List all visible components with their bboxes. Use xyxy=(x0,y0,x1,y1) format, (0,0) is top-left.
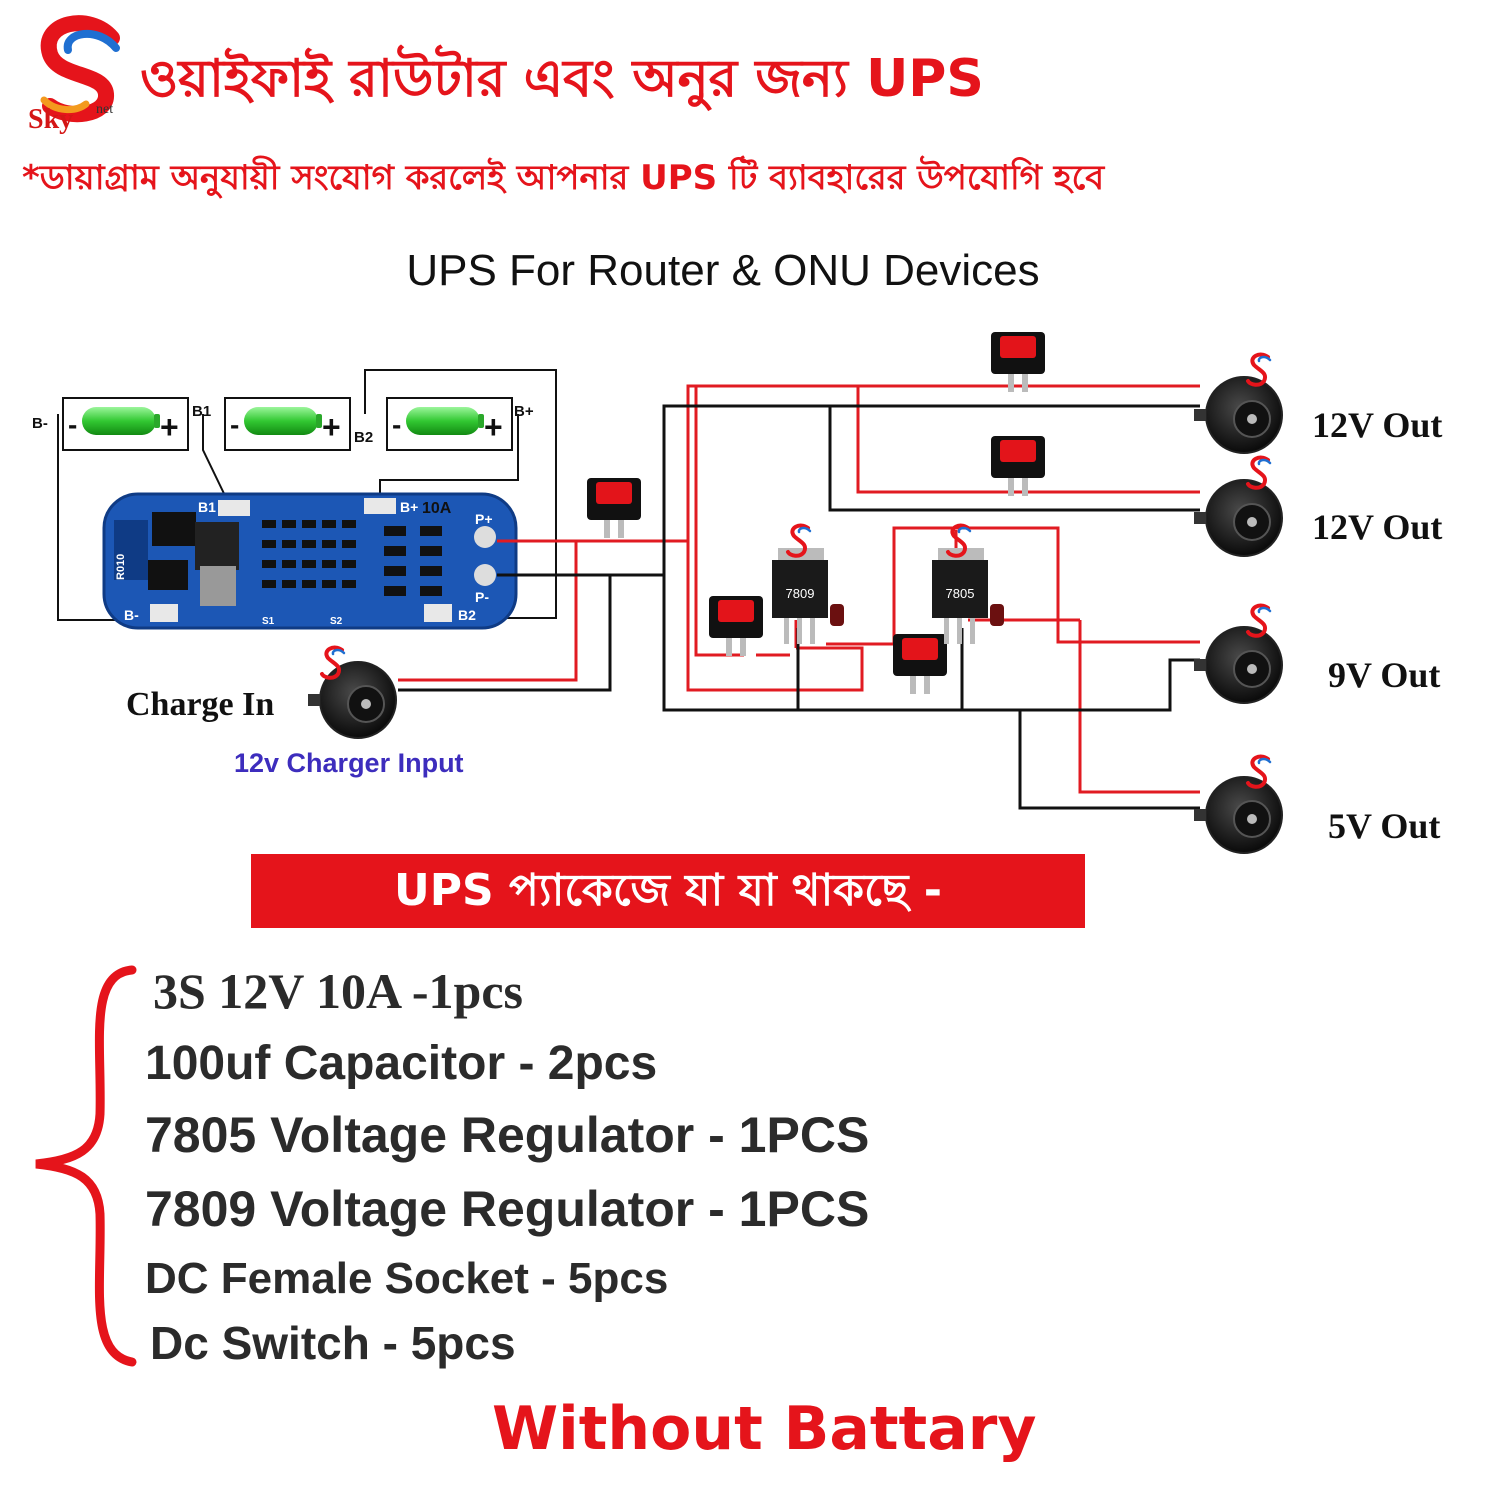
without-battery-note: Without Battary xyxy=(492,1394,1037,1464)
cell3-plus: + xyxy=(484,409,503,445)
bms-label-r010: R010 xyxy=(115,554,127,580)
bms-label-s2: S2 xyxy=(330,616,343,627)
label-b2: B2 xyxy=(354,429,373,446)
output-label-12v-2: 12V Out xyxy=(1312,507,1443,547)
regulator-7809-label: 7809 xyxy=(786,586,815,601)
cell2-plus: + xyxy=(322,409,341,445)
label-b-minus: B- xyxy=(32,415,48,432)
red-wires xyxy=(398,384,1200,794)
charge-in-label: Charge In xyxy=(126,686,275,723)
regulator-7809: 7809 xyxy=(772,523,844,644)
label-b1: B1 xyxy=(192,403,211,420)
page-title: ওয়াইফাই রাউটার এবং অনুর জন্য UPS xyxy=(140,49,984,109)
bms-label-rating: 10A xyxy=(422,500,452,517)
output-label-12v-1: 12V Out xyxy=(1312,405,1443,445)
bms-board: B1 B+ 10A P+ P- B- B2 S1 S2 R010 xyxy=(102,492,518,630)
regulator-7805-label: 7805 xyxy=(946,586,975,601)
switch-12v-out-1 xyxy=(991,332,1045,392)
page-subtitle: *ডায়াগ্রাম অনুযায়ী সংযোগ করলেই আপনার U… xyxy=(22,158,1105,198)
power-switch xyxy=(587,478,641,538)
bms-label-b2: B2 xyxy=(458,607,476,623)
cell3-minus: - xyxy=(392,409,401,440)
dc-jack-12v-2 xyxy=(1193,479,1283,557)
switch-7805-input xyxy=(893,634,947,694)
logo-sup: net xyxy=(96,102,114,117)
output-label-9v: 9V Out xyxy=(1328,655,1441,695)
logo-text: Sky xyxy=(28,104,74,135)
bms-label-p-minus: P- xyxy=(475,589,489,605)
battery-cell-1 xyxy=(62,397,189,451)
cell1-plus: + xyxy=(160,409,179,445)
battery-cell-2 xyxy=(224,397,351,451)
brand-logo: Sky net xyxy=(20,8,140,136)
package-banner: UPS প্যাকেজে যা যা থাকছে - xyxy=(251,854,1085,928)
switch-12v-out-2 xyxy=(991,436,1045,496)
package-item-capacitor: 100uf Capacitor - 2pcs xyxy=(145,1037,658,1090)
battery-cell-3 xyxy=(386,397,513,451)
package-item-dc-switch: Dc Switch - 5pcs xyxy=(150,1317,516,1369)
bms-label-b-minus: B- xyxy=(124,607,139,623)
dc-jack-5v xyxy=(1193,776,1283,854)
package-item-dc-socket: DC Female Socket - 5pcs xyxy=(145,1254,669,1303)
output-label-5v: 5V Out xyxy=(1328,806,1441,846)
package-item-bms: 3S 12V 10A -1pcs xyxy=(153,963,523,1019)
charger-input-label: 12v Charger Input xyxy=(234,748,464,778)
package-item-7805: 7805 Voltage Regulator - 1PCS xyxy=(145,1107,870,1163)
cell1-minus: - xyxy=(68,409,77,440)
diagram-title: UPS For Router & ONU Devices xyxy=(406,246,1040,295)
label-b-plus: B+ xyxy=(514,403,534,420)
regulator-7805: 7805 xyxy=(932,523,1004,644)
package-item-7809: 7809 Voltage Regulator - 1PCS xyxy=(145,1181,870,1237)
bms-label-b1: B1 xyxy=(198,499,216,515)
cell2-minus: - xyxy=(230,409,239,440)
black-wires xyxy=(398,404,1200,810)
package-brace xyxy=(35,965,137,1367)
bms-label-p-plus: P+ xyxy=(475,511,493,527)
battery-wiring xyxy=(57,369,557,621)
bms-label-s1: S1 xyxy=(262,616,275,627)
bms-label-b-plus: B+ xyxy=(400,499,418,515)
dc-jack-12v-1 xyxy=(1193,376,1283,454)
dc-jack-9v xyxy=(1193,626,1283,704)
switch-7809-input xyxy=(709,596,763,656)
